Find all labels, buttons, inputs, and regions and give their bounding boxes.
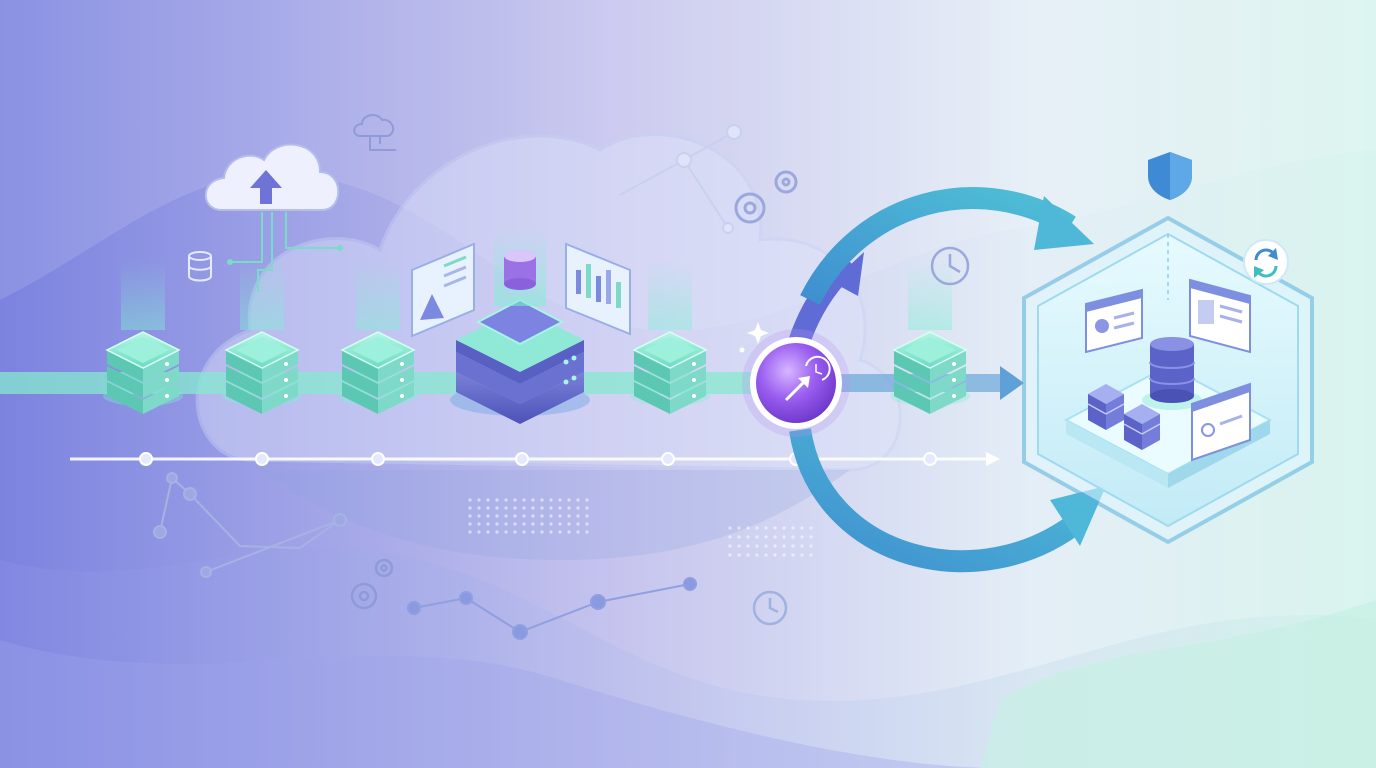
settings-card-icon [1191,382,1251,462]
timeline-dots [139,452,937,466]
cloud-upload-icon [204,143,343,292]
clock-icon [930,246,970,286]
arrow-head-up [832,252,864,296]
timeline-arrow-head [986,452,1000,466]
server-stack [103,260,183,414]
timeline-dot [371,452,385,466]
arrow-head-top [1034,196,1094,250]
pipeline-arrow-head [1000,366,1024,400]
arrow-clock-icon [784,355,831,402]
timeline-dot [515,452,529,466]
timeline-dot [661,452,675,466]
migration-orb [739,322,850,437]
timeline-dot [139,452,153,466]
dashboard-icon [1189,278,1251,354]
profile-card-icon [1085,288,1143,354]
server-stack [338,260,418,414]
network-graph-bottom [153,472,347,578]
sparkle-icon [747,322,769,344]
background-wave-lower [0,640,1000,768]
gear-icon [734,170,798,224]
network-icon [353,114,396,151]
timeline-dot [255,452,269,466]
server-stack-group [103,260,970,414]
server-stack [1123,404,1161,450]
server-stack [222,260,302,414]
sync-icon [1243,239,1289,285]
shield-icon [1148,152,1192,200]
server-stack [890,260,970,414]
database-icon [1142,337,1202,410]
central-database-server [450,226,590,424]
server-stack [630,260,710,414]
database-icon [504,250,536,290]
dashboard-panel-right [565,242,631,336]
arrow-bottom-arc [789,428,1087,573]
background-wave-right [980,600,1376,768]
dot-grid-pattern [468,498,813,557]
gear-icon [350,558,394,610]
clock-icon [752,590,788,626]
dashboard-panel-left [411,242,475,338]
timeline-dot [923,452,937,466]
network-graph-top [619,124,742,234]
network-graph-bottom-2 [407,577,697,640]
destination-hexagon [1022,152,1314,545]
central-cloud-shadow [260,470,850,560]
server-stack [1087,384,1125,430]
arrow-top-arc [800,187,1076,306]
database-icon [188,251,212,282]
